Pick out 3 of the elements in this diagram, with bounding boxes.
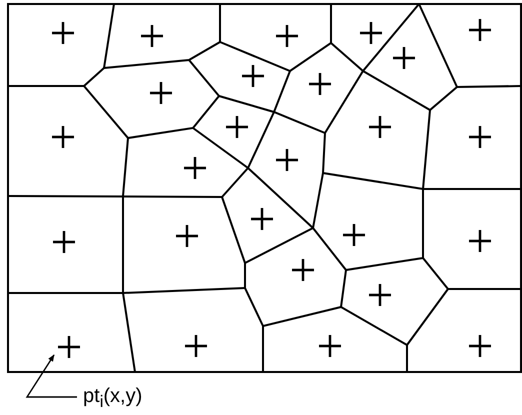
point-marker bbox=[56, 334, 82, 360]
leader-line bbox=[26, 354, 77, 398]
point-label: pt$_{i}$(x,y) bbox=[83, 386, 142, 411]
